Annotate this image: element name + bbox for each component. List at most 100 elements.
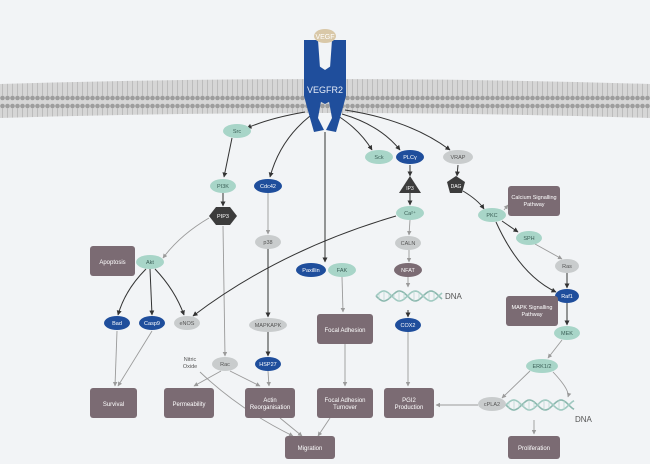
svg-text:PIP3: PIP3 bbox=[217, 214, 229, 220]
node-cpla2: cPLA2 bbox=[478, 397, 506, 411]
edge-41 bbox=[547, 339, 563, 359]
svg-text:COX2: COX2 bbox=[401, 323, 416, 329]
svg-text:MEK: MEK bbox=[561, 331, 573, 337]
edge-35 bbox=[192, 215, 397, 317]
node-cox2: COX2 bbox=[395, 318, 421, 332]
edge-37 bbox=[501, 220, 519, 233]
node-fak: FAK bbox=[328, 263, 356, 277]
edge-42 bbox=[501, 370, 531, 399]
node-pi3k: PI3K bbox=[210, 179, 236, 193]
edge-11 bbox=[162, 217, 210, 259]
vegf-label: VEGF bbox=[315, 34, 334, 41]
svg-text:Rac: Rac bbox=[220, 362, 230, 368]
svg-text:eNOS: eNOS bbox=[180, 321, 195, 327]
edge-17 bbox=[117, 330, 153, 387]
node-mapkapk: MAPKAPK bbox=[249, 318, 287, 332]
svg-text:Migration: Migration bbox=[298, 446, 323, 452]
svg-text:Apoptosis: Apoptosis bbox=[99, 260, 125, 266]
node-vrap: VRAP bbox=[443, 150, 473, 164]
dna-helix-1 bbox=[375, 290, 443, 302]
box-migration: Migration bbox=[285, 436, 335, 459]
svg-text:p38: p38 bbox=[263, 240, 272, 246]
svg-text:Survival: Survival bbox=[103, 402, 124, 408]
svg-text:Focal Adhesion: Focal Adhesion bbox=[324, 328, 365, 334]
node-src: Src bbox=[223, 124, 251, 138]
pathway-edges bbox=[112, 109, 572, 437]
node-paxillin: Paxillin bbox=[296, 263, 326, 277]
edge-46 bbox=[495, 221, 557, 293]
edge-15 bbox=[154, 268, 185, 316]
edge-6 bbox=[344, 109, 451, 151]
svg-text:Permeability: Permeability bbox=[172, 402, 205, 408]
svg-text:Raf1: Raf1 bbox=[561, 294, 573, 300]
svg-text:Sck: Sck bbox=[374, 155, 383, 161]
svg-text:Ca²⁺: Ca²⁺ bbox=[404, 210, 416, 217]
svg-text:Akt: Akt bbox=[146, 260, 154, 266]
node-bad: Bad bbox=[104, 316, 130, 330]
svg-text:IP3: IP3 bbox=[406, 186, 414, 192]
dna-helix-2 bbox=[505, 399, 575, 411]
svg-text:DAG: DAG bbox=[451, 184, 462, 190]
edge-29 bbox=[462, 190, 485, 210]
node-sph: SPH bbox=[516, 231, 542, 245]
edge-28 bbox=[454, 164, 460, 177]
node-raf1: Raf1 bbox=[555, 289, 579, 303]
svg-text:PKC: PKC bbox=[486, 213, 497, 219]
edge-1 bbox=[222, 137, 233, 178]
svg-text:VRAP: VRAP bbox=[451, 155, 466, 161]
node-ca: Ca²⁺ bbox=[396, 206, 424, 220]
node-ras: Ras bbox=[555, 259, 579, 273]
node-akt: Akt bbox=[136, 255, 164, 269]
svg-text:HSP27: HSP27 bbox=[259, 362, 276, 368]
node-sck: Sck bbox=[365, 150, 393, 164]
node-ip3: IP3 bbox=[399, 176, 421, 193]
vegf-ligand bbox=[314, 29, 336, 43]
edge-24 bbox=[340, 276, 346, 313]
dna-label-1: DNA bbox=[445, 292, 463, 301]
node-p38: p38 bbox=[255, 235, 281, 249]
edge-4 bbox=[337, 115, 373, 151]
svg-text:SPH: SPH bbox=[523, 236, 534, 242]
box-survival: Survival bbox=[90, 388, 137, 418]
svg-text:Proliferation: Proliferation bbox=[518, 446, 550, 452]
edge-14 bbox=[149, 268, 155, 316]
node-nfat: NFAT bbox=[394, 263, 422, 277]
edge-23 bbox=[317, 417, 331, 437]
node-rac: Rac bbox=[212, 357, 238, 371]
svg-text:Bad: Bad bbox=[112, 321, 122, 327]
edge-21 bbox=[199, 371, 294, 437]
edge-22 bbox=[279, 417, 303, 437]
edge-36 bbox=[503, 204, 509, 211]
node-plcg: PLCγ bbox=[396, 150, 424, 164]
svg-text:cPLA2: cPLA2 bbox=[484, 402, 500, 408]
node-pkc: PKC bbox=[478, 208, 506, 222]
box-proliferation: Proliferation bbox=[508, 436, 560, 459]
vegfr2-label: VEGFR2 bbox=[307, 85, 343, 95]
box-permeability: Permeability bbox=[164, 388, 214, 418]
svg-text:FAK: FAK bbox=[337, 268, 348, 274]
edge-5 bbox=[341, 113, 401, 151]
svg-text:PLCγ: PLCγ bbox=[403, 155, 417, 161]
node-dag: DAG bbox=[447, 176, 465, 193]
node-pip3: PIP3 bbox=[209, 207, 237, 225]
svg-text:NFAT: NFAT bbox=[401, 268, 415, 274]
edge-44 bbox=[552, 371, 572, 398]
node-caln: CALN bbox=[395, 236, 421, 250]
edge-12 bbox=[222, 225, 228, 357]
edge-38 bbox=[534, 243, 563, 260]
edge-16 bbox=[112, 330, 118, 387]
edge-19 bbox=[229, 370, 261, 387]
node-hsp27: HSP27 bbox=[255, 357, 281, 371]
